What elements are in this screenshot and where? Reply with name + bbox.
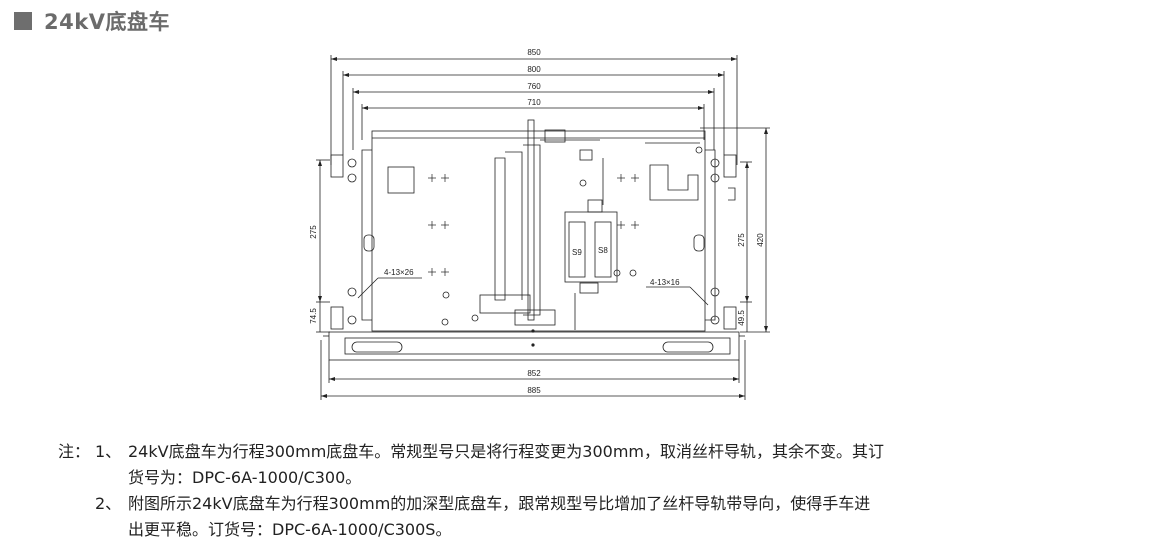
dim-885: 885 — [527, 386, 541, 395]
hole-label-right: 4-13×16 — [650, 278, 680, 287]
page-header: 24kV底盘车 — [14, 8, 170, 34]
note-2-line-1: 2、附图所示24kV底盘车为行程300mm的加深型底盘车，跟常规型号比增加了丝杆… — [58, 491, 1138, 517]
note-2-line-2: 出更平稳。订货号：DPC-6A-1000/C300S。 — [128, 520, 452, 539]
note-2-text: 附图所示24kV底盘车为行程300mm的加深型底盘车，跟常规型号比增加了丝杆导轨… — [128, 494, 871, 513]
switch-label-s9: S9 — [572, 248, 582, 257]
hole-label-left: 4-13×26 — [384, 268, 414, 277]
notes-section: 注：1、 24kV底盘车为行程300mm底盘车。常规型号只是将行程变更为300mm… — [58, 439, 1138, 543]
dim-710: 710 — [527, 98, 541, 107]
dim-right-420: 420 — [756, 233, 765, 247]
dim-800: 800 — [527, 65, 541, 74]
page-title: 24kV底盘车 — [44, 10, 170, 34]
note-2-number: 2、 — [95, 494, 122, 513]
note-1-number: 1、 — [95, 442, 122, 461]
notes-prefix: 注： — [58, 442, 91, 461]
switch-label-s8: S8 — [598, 246, 608, 255]
title-square-icon — [14, 12, 32, 30]
dim-left-74-5: 74.5 — [309, 308, 318, 324]
note-1-text: 24kV底盘车为行程300mm底盘车。常规型号只是将行程变更为300mm，取消丝… — [128, 442, 884, 461]
dim-760: 760 — [527, 82, 541, 91]
note-1-line-1: 注：1、 24kV底盘车为行程300mm底盘车。常规型号只是将行程变更为300mm… — [58, 439, 1138, 465]
note-1-line-2: 货号为：DPC-6A-1000/C300。 — [128, 468, 362, 487]
dim-850: 850 — [527, 48, 541, 57]
dim-right-275: 275 — [737, 233, 746, 247]
dim-left-275: 275 — [309, 225, 318, 239]
dim-right-49-5: 49.5 — [737, 310, 746, 326]
chassis-drawing: 850 800 760 710 852 885 275 74.5 275 420… — [309, 48, 770, 400]
dim-852: 852 — [527, 369, 541, 378]
